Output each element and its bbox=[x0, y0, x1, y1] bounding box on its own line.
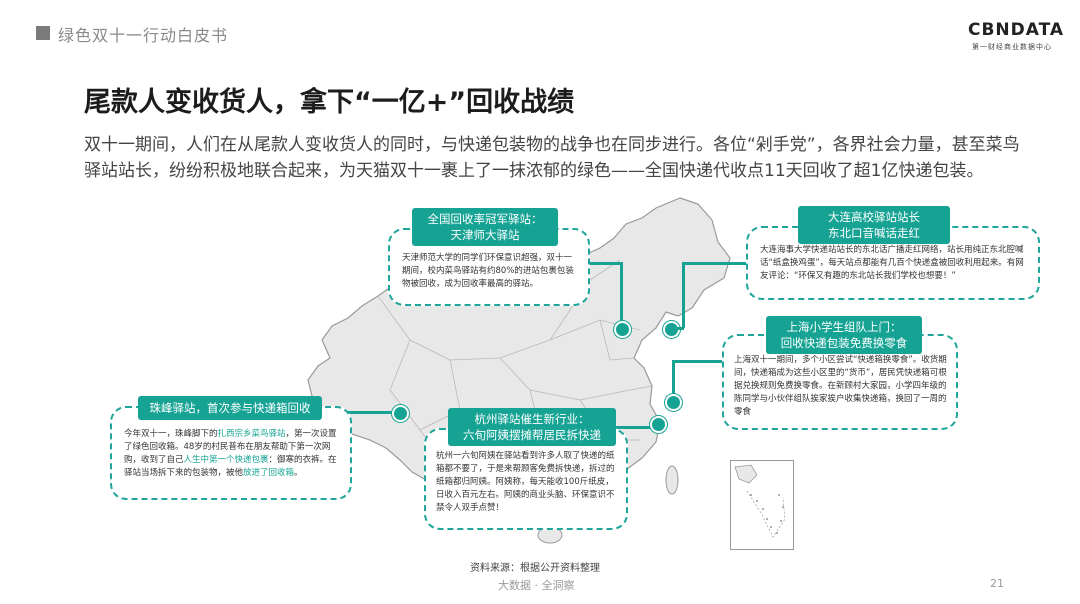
connector-tianjin-v bbox=[620, 262, 623, 326]
section-marker bbox=[36, 26, 50, 40]
tag-tianjin: 全国回收率冠军驿站： 天津师大驿站 bbox=[412, 208, 558, 246]
callout-shanghai: 上海双十一期间，多个小区尝试“快递箱换零食”。收货期间，快递箱成为这些小区里的“… bbox=[722, 334, 958, 430]
connector-dalian-h2 bbox=[670, 327, 684, 330]
tag-dalian-line2: 东北口音喊话走红 bbox=[828, 226, 920, 240]
tag-hangzhou-line2: 六旬阿姨摆摊帮居民拆快递 bbox=[463, 428, 601, 442]
connector-tianjin-h bbox=[586, 262, 622, 265]
tag-tianjin-line2: 天津师大驿站 bbox=[450, 228, 520, 242]
tag-zhufeng: 珠峰驿站，首次参与快递箱回收 bbox=[138, 396, 322, 420]
marker-tianjin bbox=[614, 321, 631, 338]
tag-dalian-line1: 大连高校驿站站长 bbox=[828, 210, 920, 224]
page-number: 21 bbox=[990, 577, 1004, 590]
tag-dalian: 大连高校驿站站长 东北口音喊话走红 bbox=[798, 206, 950, 244]
intro-paragraph: 双十一期间，人们在从尾款人变收货人的同时，与快递包装物的战争也在同步进行。各位“… bbox=[84, 135, 1020, 181]
connector-dalian-h bbox=[682, 262, 748, 265]
tag-hangzhou-line1: 杭州驿站催生新行业： bbox=[474, 412, 590, 426]
page-title: 尾款人变收货人，拿下“一亿+”回收战绩 bbox=[84, 87, 575, 118]
source-note: 资料来源：根据公开资料整理 bbox=[470, 563, 600, 574]
callout-zhufeng-body: 今年双十一，珠峰脚下的扎西宗乡菜鸟驿站，第一次设置了绿色回收箱。48岁的村民普布… bbox=[124, 429, 337, 478]
callout-shanghai-body: 上海双十一期间，多个小区尝试“快递箱换零食”。收货期间，快递箱成为这些小区里的“… bbox=[734, 355, 947, 417]
tag-shanghai: 上海小学生组队上门： 回收快递包装免费换零食 bbox=[766, 316, 922, 354]
connector-dalian-v bbox=[682, 262, 685, 328]
callout-dalian-body: 大连海事大学快递站站长的东北话广播走红网络，站长用纯正东北腔喊话“纸盒换鸡蛋”，… bbox=[760, 245, 1024, 281]
callout-zhufeng: 今年双十一，珠峰脚下的扎西宗乡菜鸟驿站，第一次设置了绿色回收箱。48岁的村民普布… bbox=[110, 406, 352, 500]
connector-hangzhou bbox=[612, 426, 656, 429]
section-title: 绿色双十一行动白皮书 bbox=[58, 26, 229, 45]
inset-map bbox=[734, 464, 786, 538]
callout-tianjin-body: 天津师范大学的同学们环保意识超强，双十一期间，校内菜鸟驿站有约80%的进站包裹包… bbox=[402, 253, 574, 289]
south-china-sea-inset bbox=[730, 460, 794, 550]
footer-slogan: 大数据 · 全洞察 bbox=[498, 579, 575, 592]
brand-tagline: 第一财经商业数据中心 bbox=[972, 43, 1052, 51]
connector-shanghai-v bbox=[672, 360, 675, 396]
connector-zhufeng bbox=[326, 411, 398, 414]
connector-shanghai-h bbox=[672, 360, 722, 363]
tag-shanghai-line2: 回收快递包装免费换零食 bbox=[780, 336, 908, 350]
tag-tianjin-line1: 全国回收率冠军驿站： bbox=[427, 212, 543, 226]
brand-logo: CBNDATA bbox=[968, 20, 1065, 40]
marker-shanghai bbox=[665, 394, 682, 411]
taiwan-island bbox=[665, 465, 679, 495]
tag-shanghai-line1: 上海小学生组队上门： bbox=[786, 320, 902, 334]
marker-hangzhou bbox=[650, 416, 667, 433]
marker-zhufeng bbox=[392, 405, 409, 422]
tag-hangzhou: 杭州驿站催生新行业： 六旬阿姨摆摊帮居民拆快递 bbox=[448, 408, 616, 446]
callout-hangzhou-body: 杭州一六旬阿姨在驿站看到许多人取了快递的纸箱都不要了，于是来帮顾客免费拆快递，拆… bbox=[436, 451, 615, 513]
